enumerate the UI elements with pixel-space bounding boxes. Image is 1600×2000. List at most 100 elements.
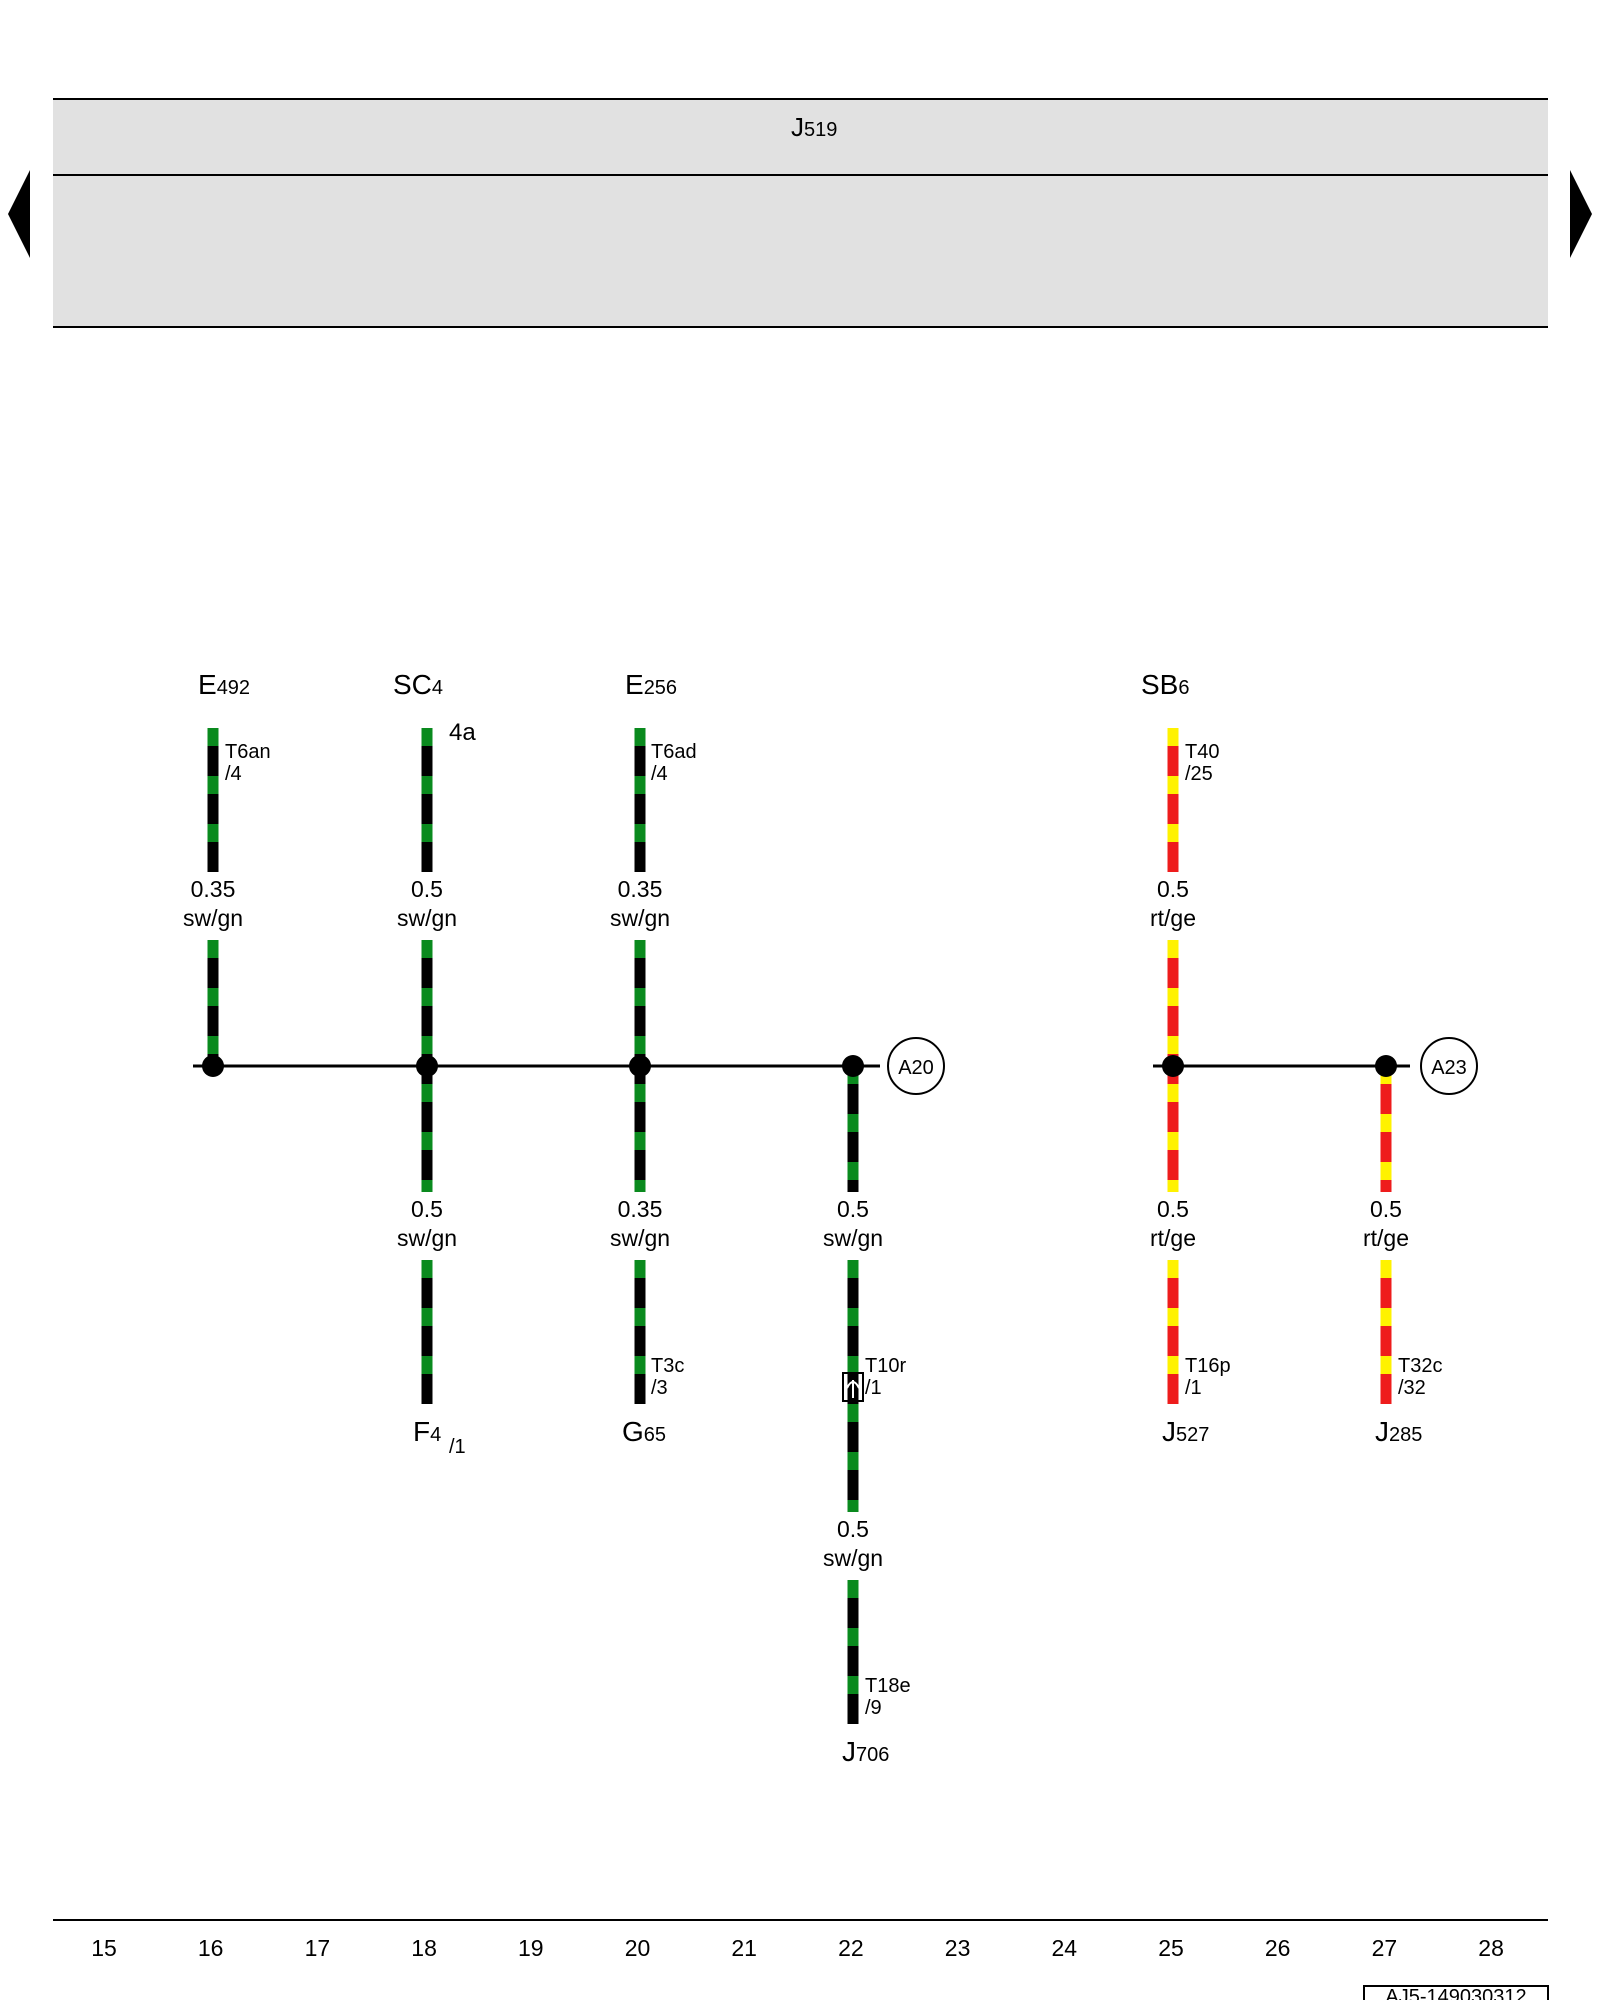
component-j706[interactable]: J706 [842,1736,889,1767]
wire-stripe [1167,1036,1179,1054]
wire-size-label: 0.5 [1370,1196,1402,1222]
fuse-pin-label: 4a [449,719,476,746]
connector-pin: /9 [865,1697,882,1719]
splice-dot [842,1055,864,1077]
wire-stripe [1167,728,1179,746]
wire-stripe [421,958,433,988]
wire-stripe [1167,1084,1179,1102]
control-unit-title: J519 [791,112,837,142]
wire-stripe [847,1452,859,1470]
connector-name: T6an [225,741,271,763]
wire-size-label: 0.5 [411,1196,443,1222]
wire-stripe [1167,1132,1179,1150]
component-g65[interactable]: G65 [622,1416,666,1447]
wire-size-label: 0.5 [1157,876,1189,902]
wire-stripe [421,746,433,776]
component-sc4[interactable]: SC4 [393,669,443,700]
wire-stripe [847,1278,859,1308]
wire-stripe [634,1150,646,1180]
connector-name: T10r [865,1355,906,1377]
wire-stripe [207,824,219,842]
splice-dot [202,1055,224,1077]
next-page-arrow-icon[interactable] [1570,170,1592,258]
wire-stripe [847,1470,859,1500]
component-sb6[interactable]: SB6 [1141,669,1189,700]
wire-stripe [421,824,433,842]
wire-stripe [421,1308,433,1326]
wire-stripe [634,1326,646,1356]
ground-label-a23: A23 [1431,1057,1467,1079]
wire-stripe [847,1628,859,1646]
component-e256[interactable]: E256 [625,669,677,700]
wire-stripe [1167,824,1179,842]
wire-stripe [1167,794,1179,824]
wire-stripe [847,1132,859,1162]
wire-stripe [421,1356,433,1374]
wire-stripe [207,794,219,824]
wire-stripe [634,824,646,842]
wire-stripe [634,1102,646,1132]
column-number: 26 [1265,1935,1291,1961]
column-number: 25 [1158,1935,1184,1961]
wire-stripe [847,1500,859,1512]
connector-symbol-icon [842,1372,864,1402]
wire-stripe [421,842,433,872]
splice-dot [1162,1055,1184,1077]
ground-point-a20[interactable] [887,1037,945,1095]
connector-name: T40 [1185,741,1219,763]
component-j527[interactable]: J527 [1162,1416,1209,1447]
wire-color-label: sw/gn [823,1545,883,1571]
component-e492[interactable]: E492 [198,669,250,700]
wire-stripe [847,1422,859,1452]
wire-stripe [634,1260,646,1278]
wire-stripe [421,794,433,824]
wire-stripe [421,1036,433,1054]
wire-stripe [847,1598,859,1628]
wire-stripe [1380,1162,1392,1180]
connector-pin: /1 [865,1377,882,1399]
wire-stripe [207,958,219,988]
wire-stripe [1167,1278,1179,1308]
wire-stripe [1167,1326,1179,1356]
wire-stripe [847,1580,859,1598]
component-f4-pin: /1 [449,1436,466,1458]
wire-stripe [634,1036,646,1054]
wire-color-label: rt/ge [1150,1225,1196,1251]
component-j285[interactable]: J285 [1375,1416,1422,1447]
wire-size-label: 0.5 [411,876,443,902]
wire-stripe [1380,1180,1392,1192]
wire-stripe [421,776,433,794]
splice-dot [416,1055,438,1077]
wire-stripe [1167,1150,1179,1180]
wire-stripe [1167,988,1179,1006]
wire-color-label: sw/gn [610,905,670,931]
component-f4[interactable]: F4 [413,1416,441,1447]
wire-size-label: 0.35 [191,876,236,902]
wire-size-label: 0.5 [837,1516,869,1542]
column-number: 17 [305,1935,331,1961]
column-number: 15 [91,1935,117,1961]
wire-stripe [207,940,219,958]
wire-stripe [634,1180,646,1192]
ground-point-a23[interactable] [1420,1037,1478,1095]
wire-stripe [1167,958,1179,988]
wire-stripe [1167,1102,1179,1132]
wire-stripe [421,940,433,958]
splice-dot [629,1055,651,1077]
prev-page-arrow-icon[interactable] [8,170,30,258]
wire-size-label: 0.35 [618,876,663,902]
wire-stripe [1167,1180,1179,1192]
wire-stripe [421,1180,433,1192]
wire-stripe [847,1162,859,1180]
wire-stripe [1167,940,1179,958]
wire-stripe [847,1694,859,1724]
doc-code: AJ5-149030312 [1385,1986,1526,2000]
wire-size-label: 0.5 [1157,1196,1189,1222]
wire-stripe [1380,1326,1392,1356]
wire-stripe [634,1356,646,1374]
wire-color-label: sw/gn [183,905,243,931]
connector-name: T3c [651,1355,684,1377]
connector-pin: /25 [1185,763,1213,785]
wire-stripe [421,1326,433,1356]
